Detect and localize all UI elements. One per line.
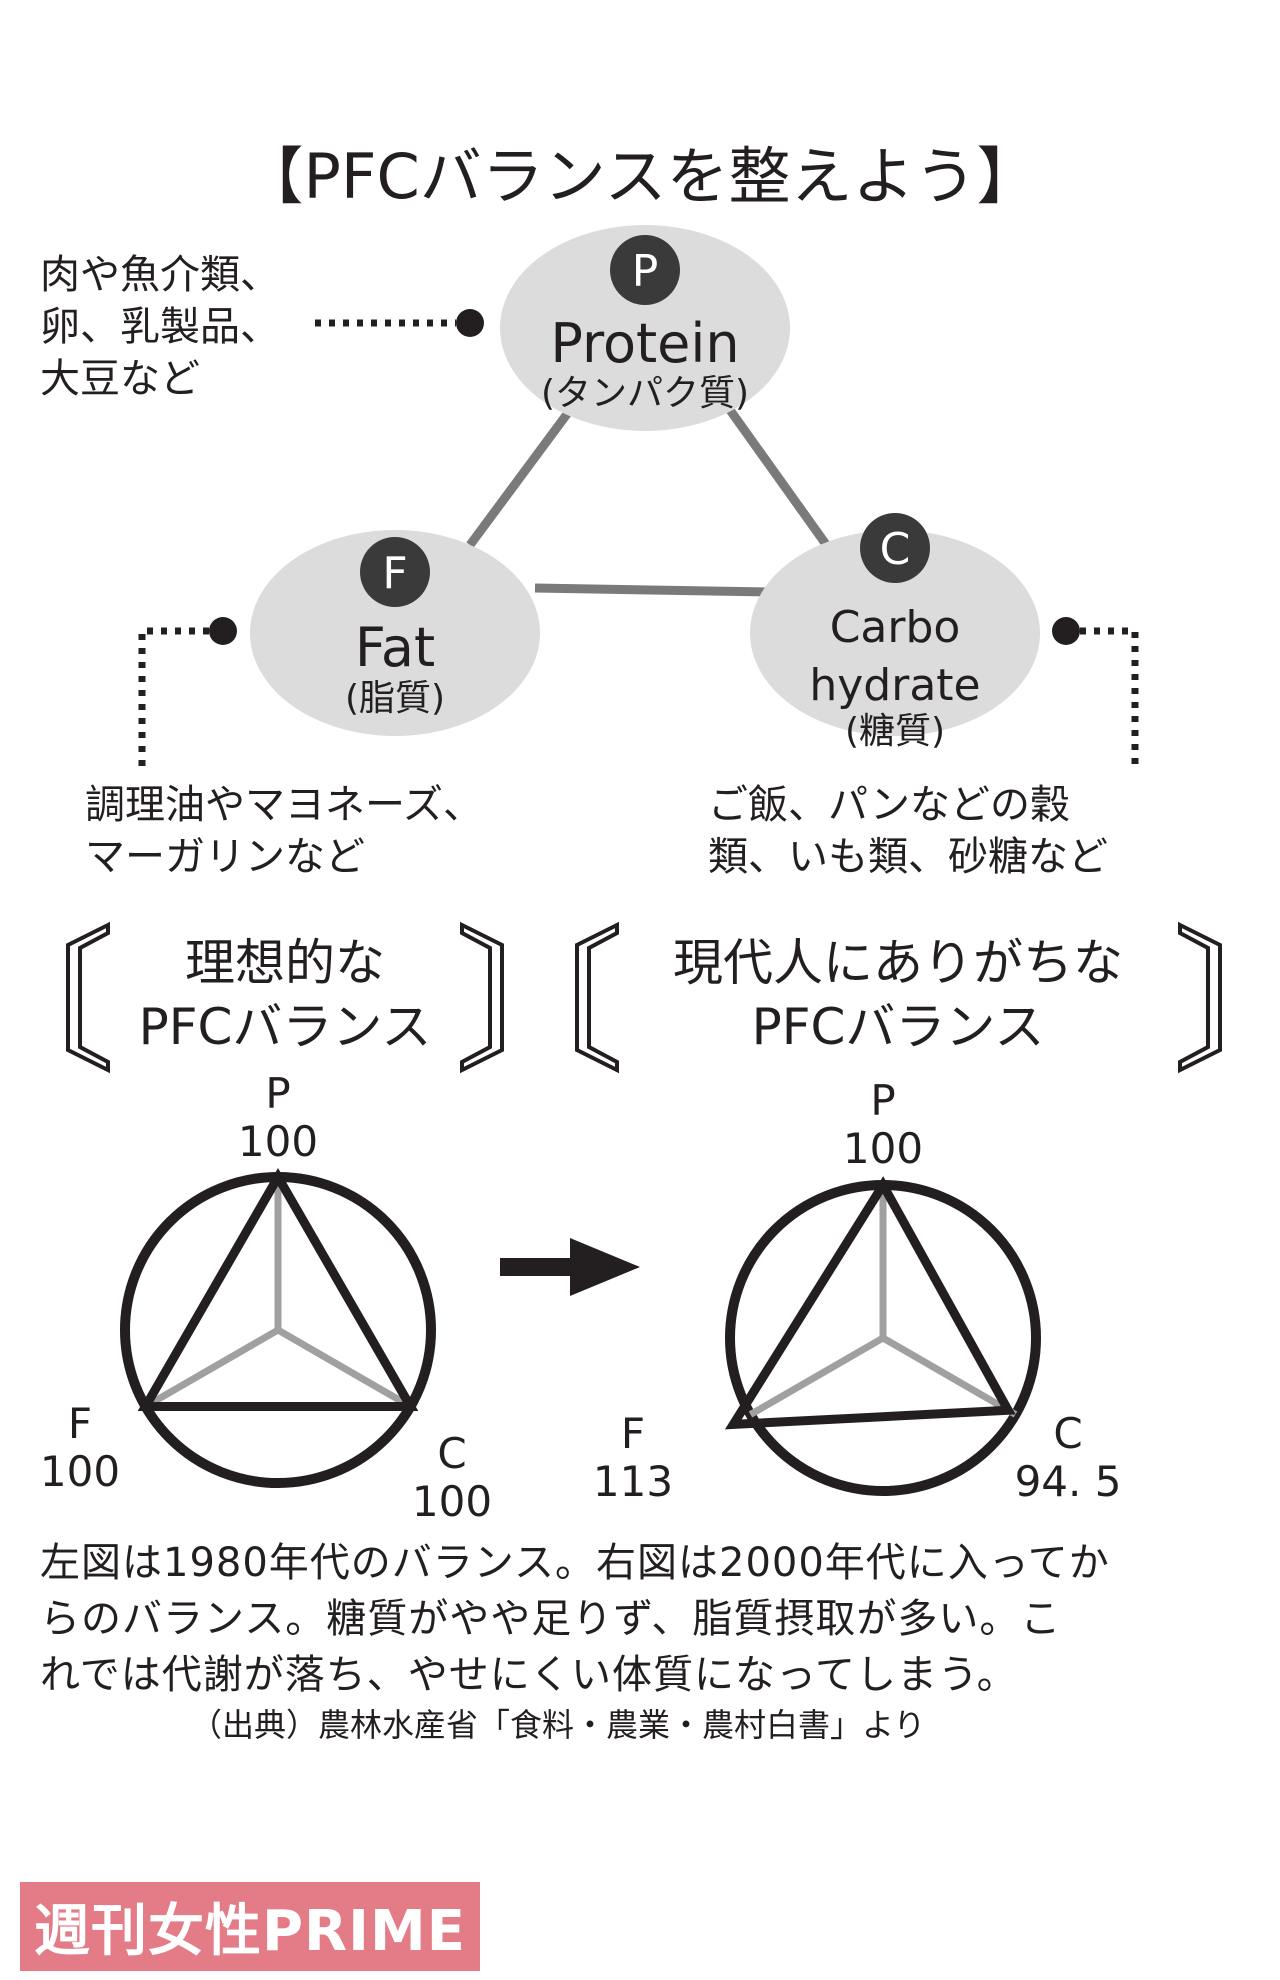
modern-c-value: 94. 5 [1015,1457,1122,1506]
arrow-right [500,1238,640,1296]
radar-spoke-c [276,1326,413,1410]
arrow-shaft [500,1258,580,1276]
caption-line: らのバランス。糖質がやや足りず、脂質摂取が多い。こ [40,1596,1062,1642]
fat-source-line: 調理油やマヨネーズ、 [85,782,483,828]
bracket-right [460,921,504,1074]
ideal-balance-triangle [137,1167,419,1411]
carb-letter: C [880,524,911,575]
fat-leader-end [209,617,237,645]
connector-protein-fat [466,407,574,548]
bracket-right [1178,921,1222,1074]
protein-leader-end [456,309,484,337]
modern-heading-line2: PFCバランス [752,998,1045,1056]
fat-name: Fat [355,616,435,679]
fat-jp: (脂質) [345,678,445,719]
fat-leader [138,627,209,770]
ideal-heading-line2: PFCバランス [139,998,432,1056]
fat-ellipse [250,530,540,736]
protein-source-line: 卵、乳製品、 [40,304,280,350]
modern-f-label: F [621,1409,645,1458]
source-citation: （出典）農林水産省「食料・農業・農村白書」より [190,1706,926,1744]
ideal-c-value: 100 [412,1477,492,1526]
triangle-connectors [466,407,834,597]
leader-lines [138,319,1139,770]
radar-spoke-f [748,1334,885,1418]
caption-line: 左図は1980年代のバランス。右図は2000年代に入ってか [40,1540,1110,1586]
leader-dots [209,309,1080,645]
watermark-logo: 週刊女性PRIME [20,1882,480,1971]
carb-badge [860,513,930,583]
carb-jp: (糖質) [845,711,945,752]
ideal-heading-line1: 理想的な [185,934,385,992]
fat-badge [360,537,430,607]
protein-source-line: 大豆など [40,356,200,402]
carb-leader-end [1052,617,1080,645]
protein-sources: 肉や魚介類、 卵、乳製品、 大豆など [40,252,280,402]
carb-sources: ご飯、パンなどの穀 類、いも類、砂糖など [708,782,1108,880]
protein-letter: P [632,246,659,297]
ideal-balance-chart: P 100 F 100 C 100 [40,1069,492,1526]
modern-f-value: 113 [593,1457,673,1506]
protein-source-line: 肉や魚介類、 [40,252,280,298]
bracket-left [575,921,619,1074]
protein-badge [610,235,680,305]
ideal-f-value: 100 [40,1447,120,1496]
connector-protein-carb [726,407,834,553]
carb-name-line2: hydrate [809,660,980,711]
modern-heading: 現代人にありがちな PFCバランス [575,921,1222,1074]
ideal-f-label: F [68,1399,92,1448]
protein-jp: (タンパク質) [541,373,749,414]
fat-node: F Fat (脂質) [250,530,540,736]
radar-spoke-c [881,1334,1018,1418]
carb-name-line1: Carbo [830,602,961,653]
fat-source-line: マーガリンなど [85,834,365,880]
modern-p-label: P [870,1076,895,1125]
carb-source-line: 類、いも類、砂糖など [708,834,1108,880]
fat-letter: F [382,548,407,599]
bracket-left [66,921,110,1074]
page-title: 【PFCバランスを整えよう】 [241,140,1038,213]
ideal-heading: 理想的な PFCバランス [66,921,504,1074]
radar-spoke-f [143,1326,280,1410]
ideal-p-value: 100 [238,1117,318,1166]
modern-balance-chart: P 100 F 113 C 94. 5 [593,1076,1122,1506]
carb-leader [1080,627,1139,770]
connector-fat-carb [534,583,771,597]
ideal-p-label: P [265,1069,290,1118]
ideal-c-label: C [437,1429,466,1478]
fat-sources: 調理油やマヨネーズ、 マーガリンなど [85,782,483,880]
modern-c-label: C [1053,1409,1082,1458]
modern-balance-triangle [724,1176,1016,1430]
carb-source-line: ご飯、パンなどの穀 [708,782,1070,828]
arrow-head [570,1238,640,1296]
protein-name: Protein [550,312,739,375]
carb-ellipse [750,530,1040,736]
caption: 左図は1980年代のバランス。右図は2000年代に入ってか らのバランス。糖質が… [40,1535,1240,1703]
protein-ellipse [500,225,790,431]
modern-heading-line1: 現代人にありがちな [673,934,1123,992]
carb-node: C Carbo hydrate (糖質) [750,513,1040,752]
modern-p-value: 100 [843,1124,923,1173]
protein-node: P Protein (タンパク質) [500,225,790,431]
caption-line: れでは代謝が落ち、やせにくい体質になってしまう。 [40,1652,1018,1698]
